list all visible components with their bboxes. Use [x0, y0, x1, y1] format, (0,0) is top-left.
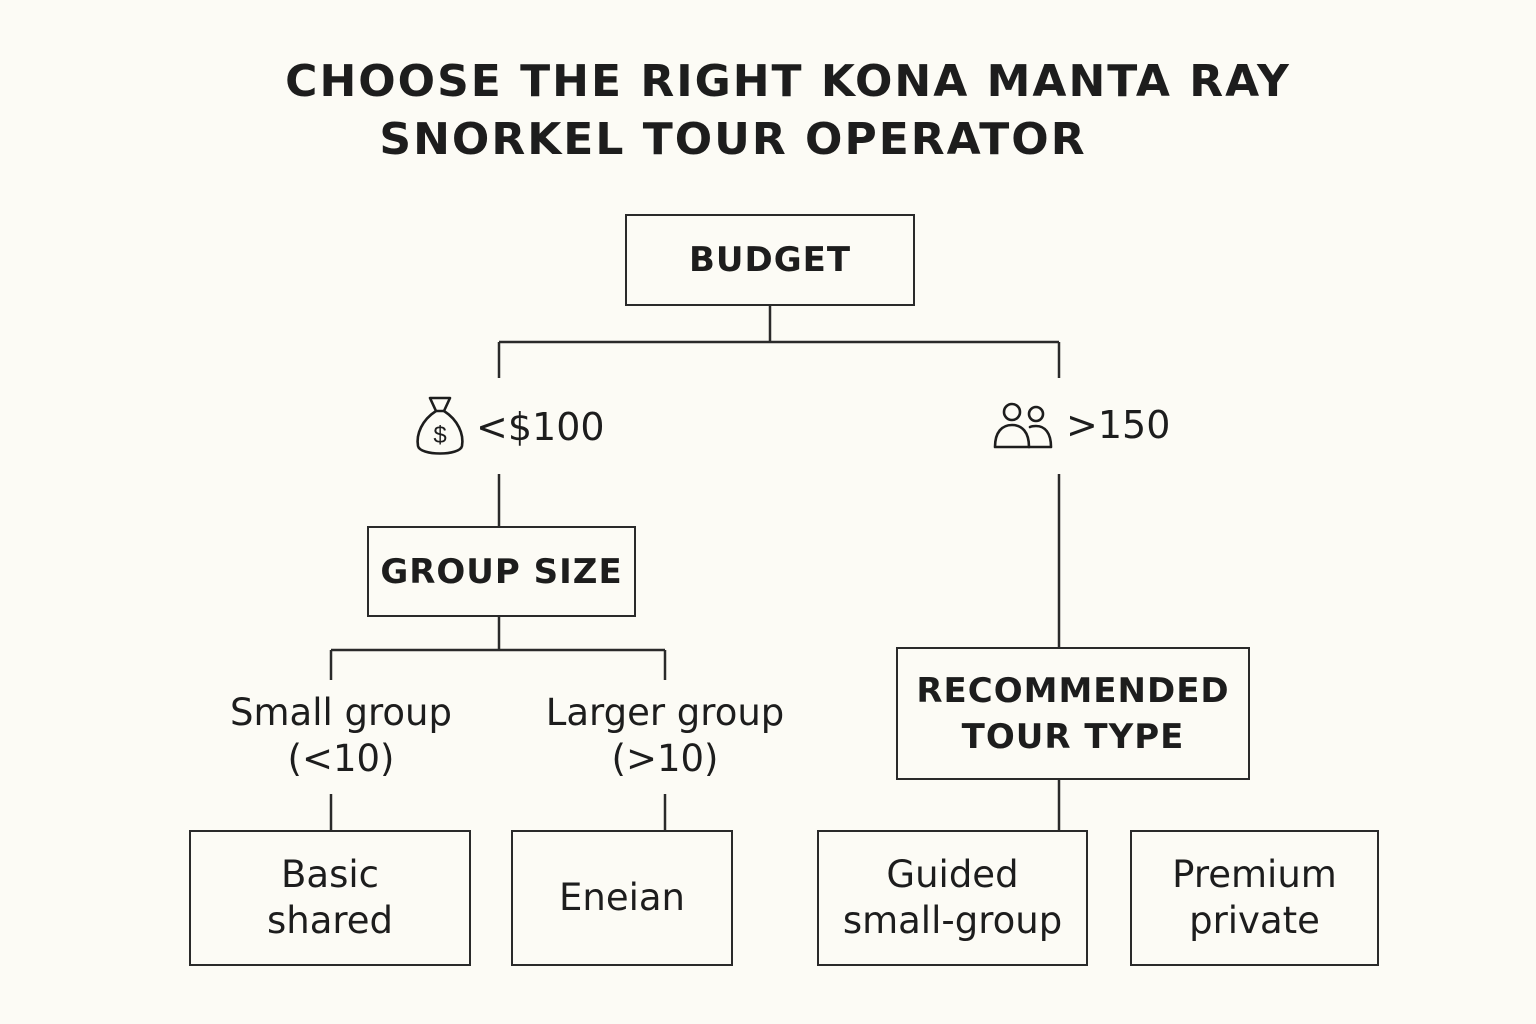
- larger-group-line-2: (>10): [611, 737, 719, 780]
- budget-box: BUDGET: [625, 214, 915, 306]
- budget-label: BUDGET: [688, 240, 852, 280]
- premium-private-box: Premium private: [1130, 830, 1379, 966]
- branch-under-100-label: <$100: [476, 405, 605, 449]
- branch-over-150: >150: [992, 400, 1170, 450]
- larger-group-line-1: Larger group: [545, 691, 785, 734]
- diagram-title-line-1: CHOOSE THE RIGHT KONA MANTA RAY: [285, 56, 1291, 107]
- guided-small-group-box: Guided small-group: [817, 830, 1088, 966]
- recommended-line-2: TOUR TYPE: [961, 716, 1185, 757]
- larger-group-label: Larger group (>10): [535, 690, 795, 782]
- guided-small-group-line-2: small-group: [842, 899, 1063, 942]
- branch-over-150-label: >150: [1066, 403, 1171, 447]
- small-group-label: Small group (<10): [211, 690, 471, 782]
- small-group-line-2: (<10): [287, 737, 395, 780]
- diagram-title-line-2: SNORKEL TOUR OPERATOR: [379, 114, 1087, 165]
- basic-shared-box: Basic shared: [189, 830, 471, 966]
- basic-shared-line-2: shared: [266, 899, 394, 942]
- recommended-line-1: RECOMMENDED: [916, 670, 1230, 711]
- svg-text:$: $: [433, 422, 446, 449]
- branch-under-100: $ <$100: [414, 394, 605, 460]
- people-icon: [992, 400, 1056, 450]
- premium-private-line-2: private: [1189, 899, 1320, 942]
- money-bag-icon: $: [414, 394, 466, 460]
- premium-private-line-1: Premium: [1172, 853, 1337, 896]
- small-group-line-1: Small group: [230, 691, 452, 734]
- group-size-box: GROUP SIZE: [367, 526, 636, 617]
- eneian-box: Eneian: [511, 830, 733, 966]
- group-size-label: GROUP SIZE: [380, 551, 623, 592]
- eneian-label: Eneian: [559, 876, 685, 919]
- recommended-tour-type-box: RECOMMENDED TOUR TYPE: [896, 647, 1250, 780]
- basic-shared-line-1: Basic: [281, 853, 379, 896]
- guided-small-group-line-1: Guided: [886, 853, 1019, 896]
